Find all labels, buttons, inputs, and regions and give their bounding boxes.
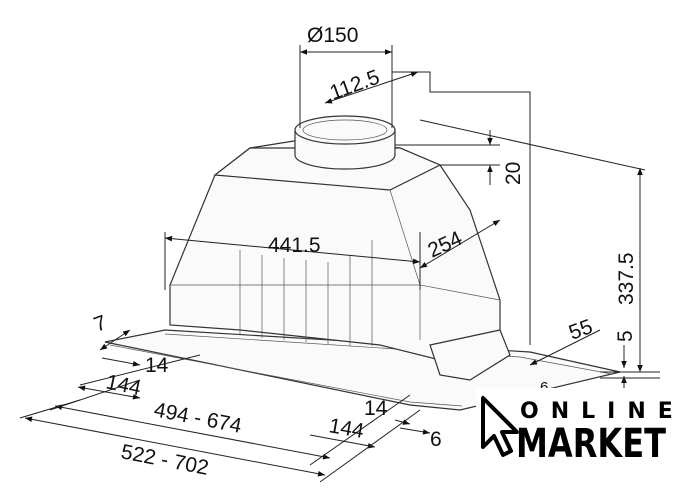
logo-line1: ONLINE bbox=[520, 399, 680, 424]
dim-total-height: 337.5 bbox=[615, 252, 638, 305]
dim-duct-diameter: Ø150 bbox=[307, 24, 358, 47]
dimension-lines bbox=[19, 45, 660, 483]
dim-bracket-left: 144 bbox=[104, 370, 143, 400]
duct-collar bbox=[294, 115, 396, 170]
dim-inner-width: 494 - 674 bbox=[152, 398, 244, 438]
dim-hidden-side: 6 bbox=[540, 379, 548, 396]
online-market-logo: ONLINE MARKET bbox=[476, 388, 680, 467]
cursor-arrow-icon bbox=[481, 396, 519, 457]
dim-motor-width: 441.5 bbox=[268, 234, 321, 257]
dim-rim-right: 6 bbox=[430, 428, 442, 451]
dim-inset-right: 14 bbox=[364, 397, 388, 420]
dim-collar-height: 20 bbox=[502, 162, 525, 185]
dim-outer-width: 522 - 702 bbox=[119, 440, 211, 480]
dim-inset-left: 14 bbox=[145, 354, 169, 377]
grille bbox=[239, 240, 373, 346]
dim-depth-offset: 55 bbox=[566, 315, 596, 345]
dim-rim-left: 7 bbox=[91, 311, 110, 337]
dim-rim-height: 5 bbox=[614, 330, 637, 342]
logo-line2: MARKET bbox=[516, 421, 667, 467]
dim-duct-offset: 112.5 bbox=[327, 66, 383, 105]
